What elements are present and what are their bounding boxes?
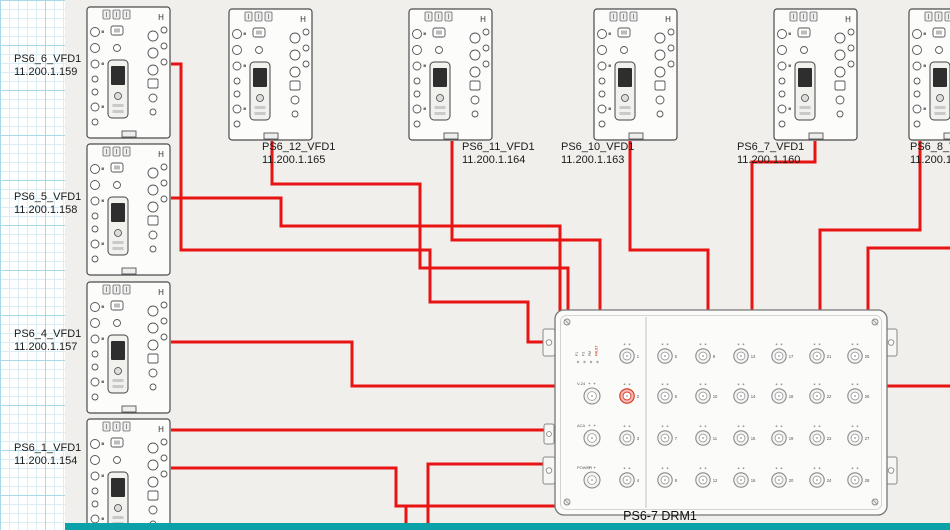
status-led [596, 360, 599, 364]
panel-label: POWER [577, 465, 592, 470]
port-number: 27 [865, 436, 870, 441]
port-number: 13 [751, 354, 756, 359]
cable[interactable] [171, 62, 556, 344]
device-ip: 11.200.1.157 [14, 340, 78, 353]
cable[interactable] [171, 340, 556, 388]
device-name: PS6_11_VFD1 [462, 141, 535, 153]
cable[interactable] [171, 466, 556, 508]
port-number: 20 [789, 478, 794, 483]
port-number: 17 [789, 354, 794, 359]
port-number: 1 [637, 354, 640, 359]
port-number: 25 [865, 354, 870, 359]
port-number: 6 [675, 394, 678, 399]
cable[interactable] [270, 141, 570, 311]
port-number: 5 [675, 354, 678, 359]
panel-label: ACA [577, 423, 586, 428]
vfd-device[interactable] [86, 281, 171, 414]
status-led [583, 360, 586, 364]
port-number: 18 [789, 394, 794, 399]
port-number: 8 [675, 478, 678, 483]
device-ip: 11.200.1.160 [737, 153, 801, 166]
panel-label: V-24 [577, 381, 586, 386]
device-name: PS6_8_VFD1 [910, 141, 950, 153]
device-name: PS6_12_VFD1 [262, 141, 336, 153]
vfd-device[interactable] [228, 8, 313, 141]
device-ip: 11.200.1.165 [262, 153, 326, 166]
device-name: PS6_5_VFD1 [14, 191, 82, 203]
port-number: 23 [827, 436, 832, 441]
grid-background [0, 0, 65, 530]
status-label: FM [588, 351, 592, 356]
cable[interactable] [426, 462, 556, 530]
port-number: 4 [637, 478, 640, 483]
switch-body[interactable] [554, 309, 888, 516]
device-name: PS6_7_VFD1 [737, 141, 805, 153]
port-number: 24 [827, 478, 832, 483]
port-number: 12 [713, 478, 718, 483]
cable[interactable] [628, 141, 710, 311]
device-ip: 11.200.1.154 [14, 454, 78, 467]
device-ip: 11.200.1.163 [561, 153, 625, 166]
vfd-device[interactable] [86, 143, 171, 276]
device-ip: 11.200.1.164 [462, 153, 526, 166]
status-label: P2 [582, 352, 586, 356]
port-number: 11 [713, 436, 718, 441]
port-number: 14 [751, 394, 756, 399]
vfd-device[interactable] [408, 8, 493, 141]
status-label: FAULT [595, 345, 599, 356]
cable[interactable] [450, 141, 602, 311]
cable[interactable] [818, 141, 922, 311]
port-number: 9 [713, 354, 716, 359]
cables-layer [171, 62, 950, 530]
port-number: 19 [789, 436, 794, 441]
port-number: 28 [865, 478, 870, 483]
device-name: PS6_4_VFD1 [14, 328, 82, 340]
port-number: 16 [751, 478, 756, 483]
port-number: 10 [713, 394, 718, 399]
cable[interactable] [866, 246, 950, 311]
cable[interactable] [171, 196, 562, 311]
device-name: PS6_6_VFD1 [14, 53, 82, 65]
status-led [576, 360, 580, 364]
bottom-bar[interactable] [65, 523, 950, 530]
vfd-device[interactable] [773, 8, 858, 141]
vfd-device[interactable] [86, 6, 171, 139]
port-number: 7 [675, 436, 678, 441]
device-name: PS6_1_VFD1 [14, 442, 82, 454]
port-number: 21 [827, 354, 832, 359]
vfd-device[interactable] [593, 8, 678, 141]
device-ip: 11.200.1.158 [14, 203, 78, 216]
port-number: 26 [865, 394, 870, 399]
port-number: 3 [637, 436, 640, 441]
device-ip: 11.200.1.161 [910, 153, 950, 166]
status-led [589, 360, 593, 364]
device-name: PS6_10_VFD1 [561, 141, 635, 153]
vfd-device[interactable] [908, 8, 950, 141]
vfd-device[interactable] [86, 418, 171, 530]
port-number: 2 [637, 394, 640, 399]
device-ip: 11.200.1.159 [14, 65, 78, 78]
port-number: 22 [827, 394, 832, 399]
cable[interactable] [750, 141, 817, 311]
port-number: 15 [751, 436, 756, 441]
switch-label[interactable]: PS6-7 DRM1 [623, 509, 697, 523]
status-label: P1 [575, 352, 579, 356]
